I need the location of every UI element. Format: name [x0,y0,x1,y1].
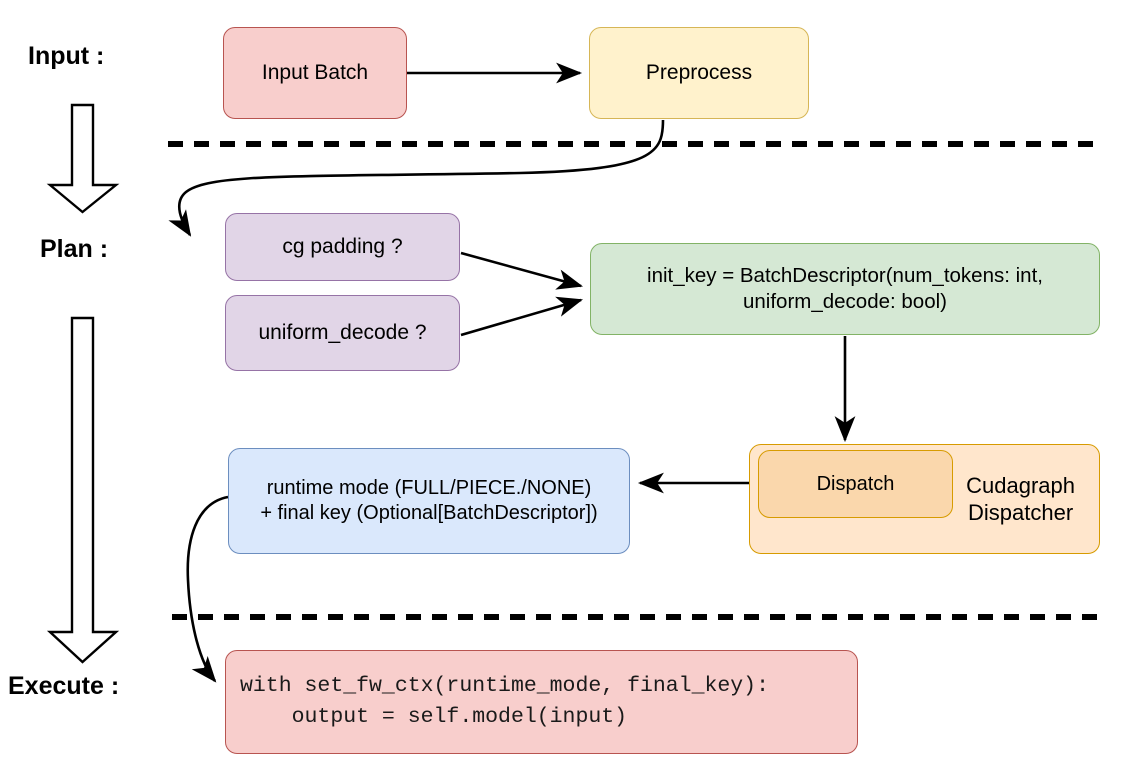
node-dispatch[interactable]: Dispatch [758,450,953,518]
node-code-block-text: with set_fw_ctx(runtime_mode, final_key)… [240,673,769,729]
node-preprocess[interactable]: Preprocess [589,27,809,119]
node-code-block[interactable]: with set_fw_ctx(runtime_mode, final_key)… [225,650,858,754]
node-runtime-mode-label: runtime mode (FULL/PIECE./NONE) + final … [260,477,598,524]
edge-uniform-decode-to-init-key [460,296,583,337]
node-input-batch[interactable]: Input Batch [223,27,407,119]
node-preprocess-label: Preprocess [645,60,753,84]
node-init-key[interactable]: init_key = BatchDescriptor(num_tokens: i… [590,243,1100,335]
node-init-key-label: init_key = BatchDescriptor(num_tokens: i… [647,264,1043,313]
node-runtime-mode[interactable]: runtime mode (FULL/PIECE./NONE) + final … [228,448,630,554]
stage-label-plan: Plan : [40,235,109,263]
stage-label-execute: Execute : [8,672,120,700]
input-to-plan-arrow [46,103,120,214]
node-input-batch-label: Input Batch [261,60,369,84]
node-cg-padding[interactable]: cg padding ? [225,213,460,281]
plan-to-execute-arrow [46,316,120,664]
node-cg-padding-label: cg padding ? [282,234,403,258]
node-cudagraph-dispatcher-label: Cudagraph Dispatcher [966,472,1075,526]
edge-cg-padding-to-init-key [460,251,584,290]
edge-runtime-mode-to-code-block [186,495,229,683]
node-dispatch-label: Dispatch [816,472,895,495]
node-uniform-decode-label: uniform_decode ? [258,320,427,344]
node-uniform-decode[interactable]: uniform_decode ? [225,295,460,371]
stage-label-input: Input : [28,42,105,70]
